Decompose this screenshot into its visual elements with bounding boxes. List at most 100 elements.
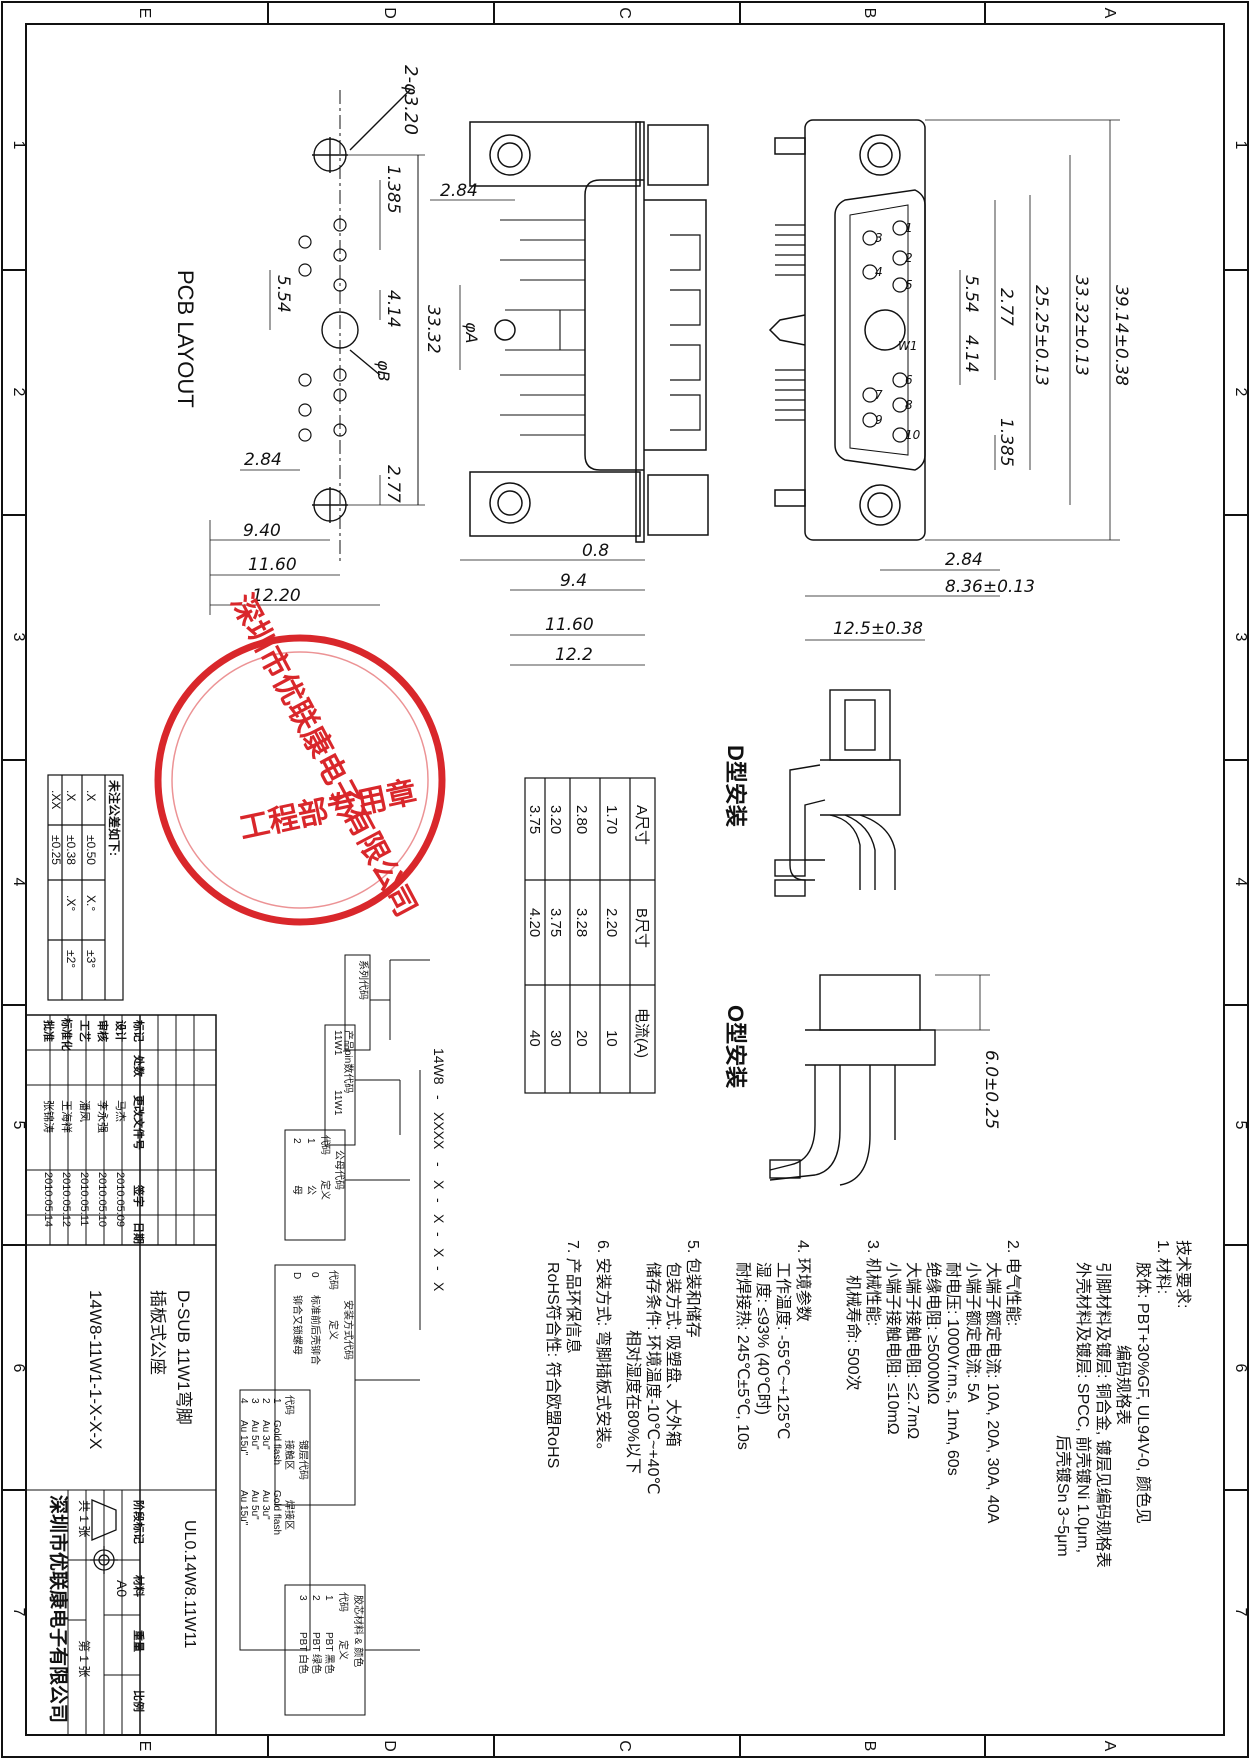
plating-table-cell: Au 5u" (249, 1490, 260, 1520)
tolerance-cell: ±2° (64, 950, 78, 968)
part-code-diagram (239, 954, 430, 1716)
role-date: 2010.05.12 (60, 1172, 72, 1227)
gender-table-title: 公母代码 (333, 1150, 345, 1190)
plating-table-cell: Gold flash (271, 1420, 282, 1465)
tolerance-cell: ±0.25 (49, 835, 63, 865)
plating-table-header-2: 焊接区 (283, 1500, 296, 1530)
role-name: 马杰 (114, 1100, 127, 1122)
col-letter-top-2: C (616, 7, 633, 19)
weight-label: 重量 (132, 1630, 146, 1652)
role-name: 王海祥 (60, 1100, 74, 1133)
role-label: 审核 (96, 1020, 110, 1042)
role-name: 李永强 (96, 1100, 110, 1133)
tolerance-cell: X.° (84, 895, 98, 911)
product-name-line-2: 插板式公座 (148, 1290, 167, 1375)
tolerance-title: 未注公差如下: (107, 779, 122, 856)
col-letter-bottom-3: B (861, 1741, 878, 1752)
title-block (25, 1014, 217, 1736)
sheet-number: 第 1 张 (77, 1640, 91, 1677)
pcb-dim-0: 1.385 (383, 165, 403, 214)
company-seal: 深圳市优联康电子有限公司 工程部专用章 (154, 588, 446, 926)
mount-table-cell: D (291, 1272, 302, 1279)
front-pin-number-9: 10 (905, 428, 921, 442)
row-number-left-1: 2 (10, 388, 27, 397)
part-code-sep: - (431, 1232, 447, 1237)
tech-requirements: 技术要求: 1. 材料: 胶体: PBT+30%GF, UL94V-0, 颜色见… (544, 1240, 1192, 1568)
front-dim-8: 8.36±0.13 (945, 577, 1035, 597)
pcb-hole-callout: 2-φ3.20 (400, 65, 421, 135)
front-pin-number-7: 8 (905, 398, 913, 412)
col-letter-top-3: B (861, 8, 878, 19)
tech-line-13: 3. 机械性能: (864, 1240, 882, 1326)
front-dim-5: 4.14 (961, 335, 981, 373)
row-number-left-2: 3 (10, 633, 27, 642)
tech-line-5: 后壳镀Sn 3~5μm (1054, 1435, 1072, 1557)
mount-table-cell: 铆合又锁螺母 (291, 1295, 304, 1355)
side-dim-1: φA (462, 322, 481, 344)
size-table-header-2: 电流(A) (633, 1008, 650, 1058)
pcb-dim-6: 9.40 (243, 521, 281, 541)
role-name: 张锦涛 (42, 1100, 56, 1133)
tolerance-table (47, 774, 124, 1001)
drawing-number: UL0.14W8.11W11 (181, 1520, 198, 1648)
color-table-header-1: 定义 (337, 1640, 350, 1660)
role-label: 工艺 (78, 1020, 92, 1042)
side-dim-4: 11.60 (545, 615, 594, 635)
d-type-installation-view (774, 689, 901, 897)
front-dim-6: 1.385 (996, 418, 1016, 467)
size-table-header-0: A尺寸 (633, 805, 650, 845)
col-letter-bottom-1: D (381, 1740, 398, 1752)
tech-line-14: 机械寿命: 500次 (844, 1275, 862, 1391)
front-dim-3: 2.77 (996, 288, 1016, 326)
part-code-pins: XXXX (431, 1112, 447, 1150)
part-code-mount: X (431, 1214, 447, 1224)
tech-line-6: 2. 电气性能: (1004, 1240, 1022, 1326)
row-number-right-2: 3 (1232, 633, 1249, 642)
d-type-label: D型安装 (723, 745, 748, 827)
row-number-left-0: 1 (10, 141, 27, 150)
o-type-dim: 6.0±0.25 (981, 1050, 1001, 1129)
side-dim-3: 9.4 (560, 571, 587, 591)
plating-table-cell: Au 3u" (260, 1490, 271, 1520)
mount-table-header-0: 代码 (327, 1270, 339, 1290)
gender-table-cell: 公 (305, 1185, 316, 1195)
part-code-sep: - (431, 1095, 447, 1100)
plating-table-cell: 1 (271, 1398, 282, 1404)
pcb-dim-5: 2.77 (383, 465, 403, 503)
front-pin-number-4: 5 (905, 278, 913, 292)
front-pin-number-3: 4 (875, 265, 883, 279)
size-table-cell: 30 (547, 1030, 564, 1047)
front-pin-number-5: 6 (905, 373, 913, 387)
rev-header-0: 标记 (132, 1019, 146, 1042)
front-pin-number-2: 3 (875, 231, 883, 245)
size-table-cell: 3.28 (573, 908, 590, 937)
size-table-cell: 10 (603, 1030, 620, 1047)
tolerance-cell: .X° (64, 895, 78, 911)
mount-table-header-1: 定义 (327, 1320, 340, 1340)
gender-table-cell: 母 (291, 1185, 303, 1195)
plating-table-cell: Au 5u" (249, 1420, 260, 1450)
company-name: 深圳市优联康电子有限公司 (47, 1495, 70, 1723)
tech-line-11: 大端子接触电阻: ≤2.7mΩ (904, 1262, 922, 1439)
mount-table-cell: 0 (309, 1272, 320, 1278)
role-label: 设计 (114, 1020, 128, 1042)
color-table-title: 胶芯材料 & 颜色 (352, 1595, 365, 1667)
scale-label: 比例 (132, 1690, 146, 1712)
color-table-cell: PBT 绿色 (310, 1632, 323, 1674)
pcb-pin-callout: φB (374, 360, 393, 382)
tech-line-15: 4. 环境参数 (794, 1240, 813, 1322)
plating-table-cell: 2 (260, 1398, 271, 1404)
tech-title: 技术要求: (1174, 1240, 1192, 1308)
plating-table-header-1: 接触区 (283, 1440, 296, 1470)
product-name-line-1: D-SUB 11W1弯脚 (174, 1290, 193, 1425)
tech-line-3: 引脚材料及镀层: 铜合金, 镀层见编码规格表 (1094, 1262, 1112, 1568)
front-pin-number-8: 9 (875, 413, 883, 427)
o-type-label: O型安装 (723, 1005, 748, 1088)
tech-line-10: 绝缘电阻: ≥5000MΩ (924, 1262, 942, 1405)
material-label: 材料 (132, 1575, 146, 1597)
color-table-cell: 2 (310, 1595, 321, 1601)
pin-value-1: 11W1 (332, 1090, 343, 1116)
size-table-cell: 1.70 (603, 805, 620, 834)
row-number-left-5: 6 (10, 1364, 27, 1373)
gender-table-header-1: 定义 (319, 1180, 332, 1200)
